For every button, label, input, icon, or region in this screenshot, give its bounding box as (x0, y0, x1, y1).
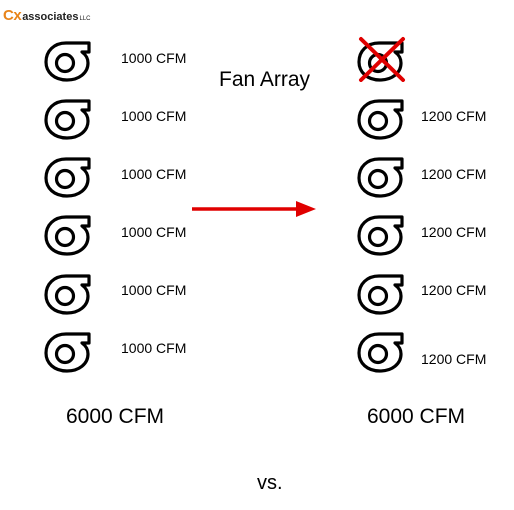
fan-icon (355, 270, 405, 316)
right-arrow-icon (192, 198, 316, 220)
company-logo: Cx associates LLC (3, 7, 91, 24)
right-total: 6000 CFM (367, 405, 466, 428)
logo-text: associates (22, 11, 79, 23)
fan-icon (355, 153, 405, 199)
left-fan-label: 1000 CFM (121, 282, 187, 298)
x-cross-icon (356, 36, 406, 82)
fan-icon (355, 328, 405, 374)
logo-cx: Cx (3, 7, 22, 24)
left-fan-label: 1000 CFM (121, 224, 187, 240)
left-fan-label: 1000 CFM (121, 50, 187, 66)
left-fan-label: 1000 CFM (121, 166, 187, 182)
right-fan-label: 1200 CFM (421, 224, 487, 240)
right-fan-label: 1200 CFM (421, 282, 487, 298)
fan-icon (42, 211, 92, 257)
left-fan-label: 1000 CFM (121, 108, 187, 124)
right-fan-label: 1200 CFM (421, 351, 487, 367)
fan-icon (42, 95, 92, 141)
right-fan-label: 1200 CFM (421, 108, 487, 124)
fan-icon (355, 211, 405, 257)
fan-icon (42, 37, 92, 83)
diagram-title: Fan Array (219, 68, 311, 91)
fan-icon (42, 328, 92, 374)
fan-icon (355, 95, 405, 141)
left-total: 6000 CFM (66, 405, 165, 428)
vs-label: vs. (257, 472, 283, 494)
logo-tm: LLC (79, 16, 91, 22)
left-fan-label: 1000 CFM (121, 340, 187, 356)
fan-icon (42, 153, 92, 199)
fan-icon (42, 270, 92, 316)
right-fan-label: 1200 CFM (421, 166, 487, 182)
